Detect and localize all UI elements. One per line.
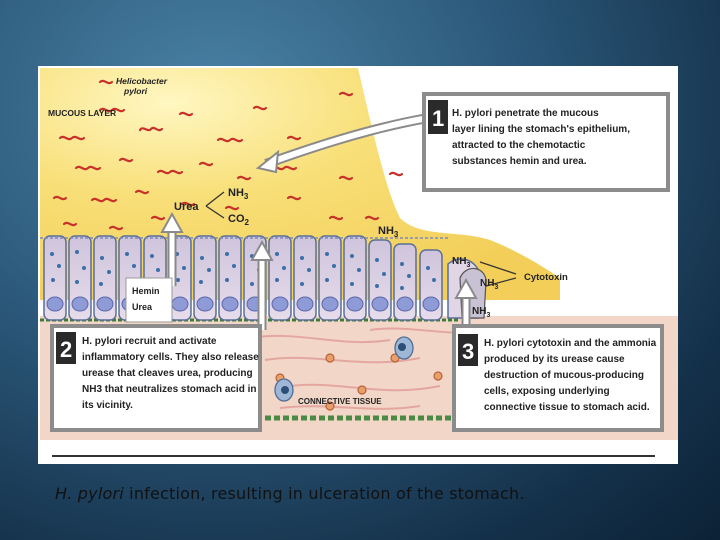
callout-2-line-2: inflammatory cells. They also release (82, 352, 259, 363)
callout-3-line-1: H. pylori cytotoxin and the ammonia (484, 338, 657, 349)
caption-italic: H. pylori (55, 484, 124, 503)
hemin-urea-box (125, 277, 173, 323)
mucous-layer-label: MUCOUS LAYER (48, 108, 116, 118)
callout-2-line-1: H. pylori recruit and activate (82, 336, 217, 347)
nh3-label-right-2: NH3 (480, 278, 498, 291)
bacterium-name-2: pylori (123, 86, 148, 96)
callout-3: 3 H. pylori cytotoxin and the ammonia pr… (452, 324, 664, 432)
caption-text: infection, resulting in ulceration of th… (123, 484, 525, 503)
cell-nuclei (46, 296, 440, 312)
nh3-label-mid: NH3 (378, 225, 399, 239)
callout-3-line-5: connective tissue to stomach acid. (484, 402, 650, 413)
callout-2: 2 H. pylori recruit and activate inflamm… (50, 324, 262, 432)
cytotoxin-label: Cytotoxin (524, 272, 568, 283)
callout-1-line-1: H. pylori penetrate the mucous (452, 108, 599, 119)
callout-2-number: 2 (60, 337, 72, 362)
mucin-granules (50, 250, 436, 290)
pylori-infection-figure: Helicobacter pylori MUCOUS LAYER Urea NH… (40, 68, 678, 440)
connective-tissue-label: CONNECTIVE TISSUE (298, 397, 382, 406)
nh3-label-right-1: NH3 (452, 256, 470, 269)
caption-divider (52, 455, 655, 457)
callout-2-number-box (56, 332, 76, 364)
callout-1-line-4: substances hemin and urea. (452, 156, 587, 167)
inflammatory-cells (274, 336, 414, 402)
urea-label: Urea (174, 201, 199, 213)
co2-label: CO2 (228, 213, 250, 227)
callout-2-line-5: its vicinity. (82, 400, 133, 411)
callout-1-line-2: layer lining the stomach's epithelium, (452, 124, 630, 135)
figure-caption: H. pylori infection, resulting in ulcera… (55, 484, 675, 503)
callout-3-line-4: cells, exposing underlying (484, 386, 610, 397)
helicobacter-bacteria (52, 79, 404, 231)
callout-3-number: 3 (462, 339, 474, 364)
callout-1-number-box (428, 100, 448, 134)
urea-small-label: Urea (132, 302, 153, 312)
nh3-label: NH3 (228, 187, 249, 201)
nh3-label-right-3: NH3 (472, 306, 490, 319)
callout-2-line-4: NH3 that neutralizes stomach acid in (82, 384, 257, 395)
callout-3-line-2: produced by its urease cause (484, 354, 625, 365)
callout-3-number-box (458, 334, 478, 366)
callout-1: 1 H. pylori penetrate the mucous layer l… (422, 92, 670, 192)
reaction-arrows (205, 191, 517, 287)
process-arrows (160, 113, 478, 330)
callout-1-line-3: attracted to the chemotactic (452, 140, 586, 151)
hemin-label: Hemin (132, 286, 160, 296)
callout-2-line-3: urease that cleaves urea, producing (82, 368, 253, 379)
callout-3-line-3: destruction of mucous-producing (484, 370, 644, 381)
bacterium-name-1: Helicobacter (116, 76, 168, 86)
callout-1-number: 1 (432, 106, 444, 131)
